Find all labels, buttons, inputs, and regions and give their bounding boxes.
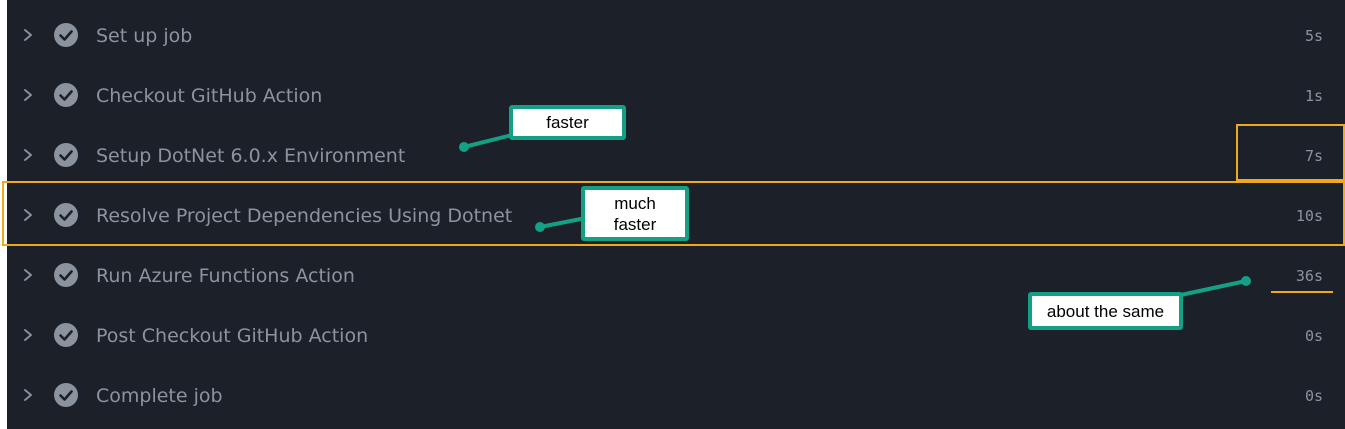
step-label: Set up job [96,25,193,47]
chevron-right-icon[interactable] [22,389,34,401]
chevron-right-icon[interactable] [22,149,34,161]
chevron-right-icon[interactable] [22,89,34,101]
callout-faster: faster [509,105,626,140]
duration-highlight-box [1236,124,1345,181]
callout-much-faster-line2: faster [613,214,657,234]
step-duration: 0s [1304,327,1323,345]
duration-underline [1271,291,1333,293]
check-circle-icon [54,23,78,47]
chevron-right-icon[interactable] [22,329,34,341]
row-highlight-box [2,181,1345,246]
step-label: Setup DotNet 6.0.x Environment [96,145,406,167]
step-label: Resolve Project Dependencies Using Dotne… [96,205,513,227]
check-circle-icon [54,143,78,167]
step-duration: 1s [1304,87,1323,105]
check-circle-icon [54,83,78,107]
step-duration: 0s [1304,387,1323,405]
step-duration: 5s [1304,27,1323,45]
check-circle-icon [54,383,78,407]
step-row-post-checkout[interactable]: Post Checkout GitHub Action 0s [7,305,1345,365]
callout-about-the-same-text: about the same [1046,301,1165,321]
step-row-checkout-github-action[interactable]: Checkout GitHub Action 1s [7,65,1345,125]
check-circle-icon [54,323,78,347]
callout-about-the-same: about the same [1028,292,1183,330]
step-row-setup-dotnet[interactable]: Setup DotNet 6.0.x Environment 7s [7,125,1345,185]
step-duration: 7s [1304,147,1323,165]
step-duration: 36s [1295,267,1323,285]
callout-faster-text: faster [546,113,589,132]
chevron-right-icon[interactable] [22,269,34,281]
check-circle-icon [54,263,78,287]
step-row-resolve-dependencies[interactable]: Resolve Project Dependencies Using Dotne… [7,185,1345,245]
step-label: Complete job [96,385,223,407]
step-label: Run Azure Functions Action [96,265,355,287]
step-row-complete-job[interactable]: Complete job 0s [7,365,1345,425]
check-circle-icon [54,203,78,227]
callout-much-faster: much faster [581,186,689,241]
callout-much-faster-line1: much [614,193,656,213]
step-row-set-up-job[interactable]: Set up job 5s [7,5,1345,65]
step-row-run-azure-functions[interactable]: Run Azure Functions Action 36s [7,245,1345,305]
chevron-right-icon[interactable] [22,29,34,41]
step-label: Post Checkout GitHub Action [96,325,369,347]
chevron-right-icon[interactable] [22,209,34,221]
step-duration: 10s [1295,207,1323,225]
step-label: Checkout GitHub Action [96,85,323,107]
